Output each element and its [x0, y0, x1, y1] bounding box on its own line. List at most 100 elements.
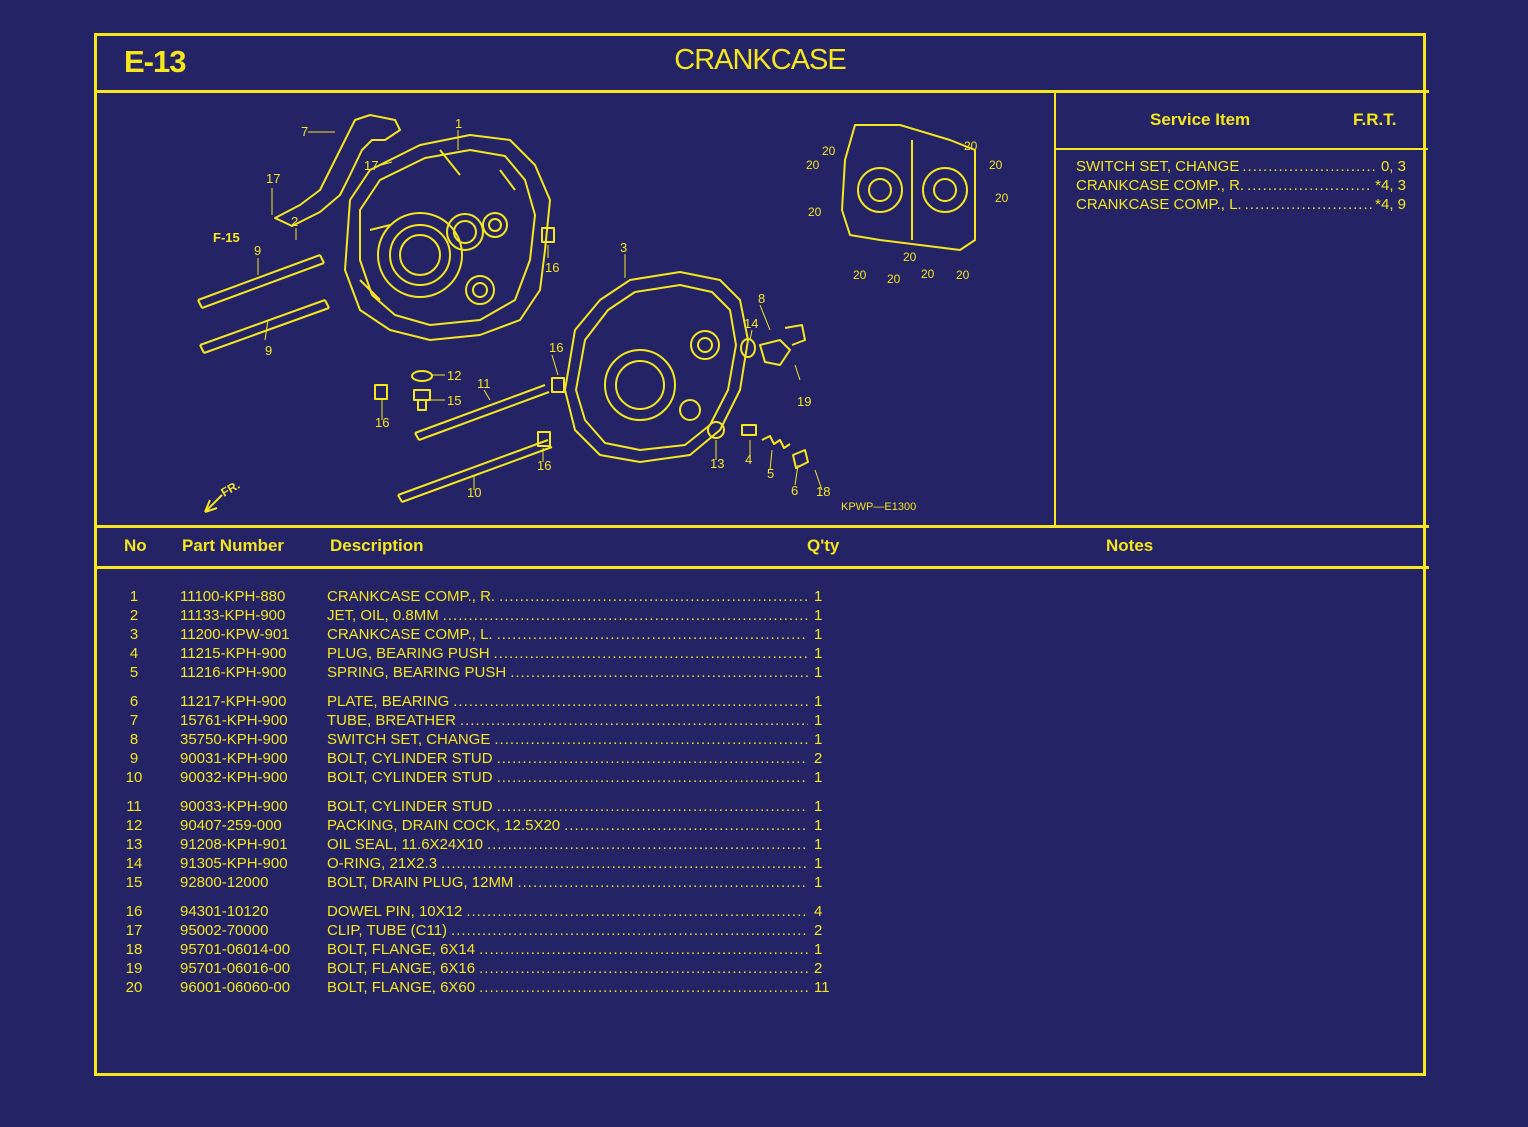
service-item-name: SWITCH SET, CHANGE — [1076, 158, 1240, 175]
part-no: 10 — [125, 769, 143, 786]
callout-16: 16 — [375, 415, 389, 430]
part-number: 15761-KPH-900 — [180, 712, 288, 729]
part-description: BOLT, CYLINDER STUD — [327, 769, 493, 786]
col-header-part-number: Part Number — [182, 536, 285, 555]
part-number: 11100-KPH-880 — [180, 588, 286, 605]
part-qty: 4 — [814, 903, 823, 920]
part-description-cell: PACKING, DRAIN COCK, 12.5X20 — [327, 816, 810, 835]
part-description-cell: SWITCH SET, CHANGE — [327, 730, 810, 749]
part-description-cell: PLATE, BEARING — [327, 692, 810, 711]
part-no: 17 — [125, 922, 143, 939]
part-no: 4 — [129, 645, 139, 662]
part-number: 91305-KPH-900 — [180, 855, 288, 872]
part-number: 90032-KPH-900 — [180, 769, 288, 786]
part-number: 11216-KPH-900 — [180, 664, 287, 681]
part-qty: 1 — [814, 769, 823, 786]
part-number: 11133-KPH-900 — [180, 607, 286, 624]
callout-20: 20 — [989, 158, 1003, 172]
part-description-cell: SPRING, BEARING PUSH — [327, 663, 810, 682]
callout-20: 20 — [995, 191, 1009, 205]
part-description: PACKING, DRAIN COCK, 12.5X20 — [327, 817, 561, 834]
part-number: 11200-KPW-901 — [180, 626, 290, 643]
part-number: 94301-10120 — [180, 903, 269, 920]
part-description-cell: CRANKCASE COMP., L. — [327, 625, 810, 644]
part-description: BOLT, FLANGE, 6X16 — [327, 960, 476, 977]
part-description: BOLT, CYLINDER STUD — [327, 750, 493, 767]
part-description-cell: CLIP, TUBE (C11) — [327, 921, 810, 940]
drain-bolt-drawing — [413, 389, 431, 411]
callout-15: 15 — [447, 393, 461, 408]
callout-20: 20 — [956, 268, 970, 282]
col-header-notes: Notes — [1106, 536, 1154, 555]
table-row: 16 94301-10120 DOWEL PIN, 10X124 — [118, 902, 838, 921]
callout-10: 10 — [467, 485, 481, 500]
callout-6: 6 — [791, 483, 798, 498]
part-no: 15 — [125, 874, 143, 891]
part-number: 96001-06060-00 — [180, 979, 291, 996]
part-description: JET, OIL, 0.8MM — [327, 607, 439, 624]
part-no: 13 — [125, 836, 143, 853]
callout-8: 8 — [758, 291, 765, 306]
service-item-frt: *4, 9 — [1375, 196, 1406, 213]
part-description: CRANKCASE COMP., R. — [327, 588, 496, 605]
part-description-cell: BOLT, FLANGE, 6X16 — [327, 959, 810, 978]
dowel-pin-drawing — [541, 227, 555, 243]
callout-20: 20 — [806, 158, 820, 172]
callout-5: 5 — [767, 466, 774, 481]
part-no: 16 — [125, 903, 143, 920]
part-description-cell: BOLT, DRAIN PLUG, 12MM — [327, 873, 810, 892]
service-header-divider — [1056, 148, 1428, 150]
col-header-description: Description — [330, 536, 424, 555]
part-number: 95701-06016-00 — [180, 960, 291, 977]
callout-16: 16 — [549, 340, 563, 355]
bearing-plug-drawing — [741, 424, 757, 436]
exploded-parts-diagram: 1 2 3 4 5 6 7 8 9 9 10 11 12 13 14 15 16… — [197, 114, 1009, 513]
callout-16: 16 — [545, 260, 559, 275]
service-list: SWITCH SET, CHANGE0, 3 CRANKCASE COMP., … — [1076, 157, 1406, 214]
part-qty: 1 — [814, 664, 823, 681]
table-header-divider — [94, 566, 1429, 569]
part-description-cell: BOLT, CYLINDER STUD — [327, 797, 810, 816]
callout-20: 20 — [822, 144, 836, 158]
part-description: CRANKCASE COMP., L. — [327, 626, 493, 643]
switch-drawing — [759, 324, 806, 366]
callout-11: 11 — [477, 376, 491, 391]
callout-13: 13 — [710, 456, 724, 471]
part-no: 20 — [125, 979, 143, 996]
part-no: 9 — [129, 750, 139, 767]
spring-drawing — [761, 435, 791, 449]
part-no: 1 — [129, 588, 139, 605]
dowel-pin-drawing — [537, 431, 551, 447]
stud-bolt-drawing — [197, 254, 325, 309]
part-qty: 1 — [814, 855, 823, 872]
fr-arrow-drawing — [204, 494, 223, 513]
part-description: PLUG, BEARING PUSH — [327, 645, 490, 662]
part-qty: 2 — [814, 750, 823, 767]
service-item-name: CRANKCASE COMP., R. — [1076, 177, 1245, 194]
page-title: CRANKCASE — [674, 44, 847, 76]
part-no: 18 — [125, 941, 143, 958]
part-description: BOLT, DRAIN PLUG, 12MM — [327, 874, 514, 891]
part-description: TUBE, BREATHER — [327, 712, 456, 729]
part-number: 90407-259-000 — [180, 817, 282, 834]
part-number: 91208-KPH-901 — [180, 836, 288, 853]
callout-3: 3 — [620, 240, 627, 255]
callout-9: 9 — [265, 343, 272, 358]
part-no: 3 — [129, 626, 139, 643]
part-description-cell: DOWEL PIN, 10X12 — [327, 902, 810, 921]
part-no: 2 — [129, 607, 139, 624]
packing-drawing — [411, 370, 433, 382]
